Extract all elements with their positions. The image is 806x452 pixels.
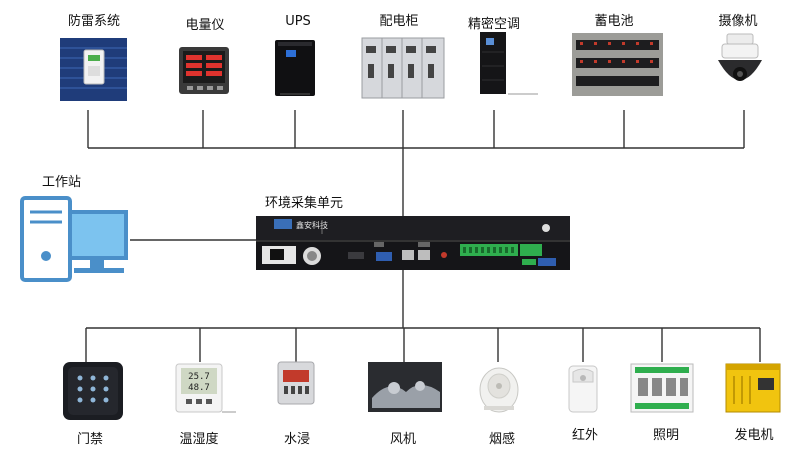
lighting-controller-icon: [630, 363, 694, 413]
collector-brand-text: 鑫安科技: [296, 220, 328, 230]
label-generator: 发电机: [734, 428, 774, 443]
water-leak-sensor-icon: [277, 361, 315, 405]
power-meter-icon: [179, 47, 229, 94]
generator-icon: [725, 363, 781, 413]
precision-ac-icon: [480, 32, 538, 95]
label-precision-ac: 精密空调: [467, 17, 521, 32]
surge-protector-icon: [60, 38, 127, 101]
label-temp-humidity: 温湿度: [179, 432, 219, 447]
label-battery-bank: 蓄电池: [594, 14, 634, 29]
dome-camera-icon: [718, 33, 762, 81]
temp-reading-text: 25.7: [188, 372, 210, 382]
computer-workstation-icon: [20, 196, 128, 282]
label-collector-unit: 环境采集单元: [265, 196, 344, 211]
connector-lines: [85, 110, 761, 362]
humidity-reading-text: 48.7: [188, 383, 210, 393]
label-access-control: 门禁: [76, 432, 104, 447]
label-surge-protector: 防雷系统: [67, 14, 121, 29]
infrared-sensor-icon: [568, 365, 598, 413]
label-infrared: 红外: [571, 428, 599, 443]
smoke-detector-icon: [479, 367, 519, 413]
collector-unit-icon: 鑫安科技: [256, 216, 570, 270]
label-distribution-cabinet: 配电柜: [379, 14, 419, 29]
label-power-meter: 电量仪: [185, 18, 225, 33]
ups-icon: [275, 40, 315, 96]
battery-bank-icon: [572, 33, 663, 96]
access-control-keypad-icon: [63, 362, 123, 420]
label-fan: 风机: [389, 432, 417, 447]
temp-humidity-sensor-icon: 25.7 48.7: [175, 363, 236, 413]
label-water-leak: 水浸: [283, 432, 311, 447]
label-lighting: 照明: [652, 428, 680, 443]
label-ups: UPS: [285, 14, 311, 29]
label-workstation: 工作站: [42, 175, 82, 190]
fan-icon: [368, 362, 442, 412]
distribution-cabinet-icon: [361, 37, 445, 99]
label-smoke-detector: 烟感: [488, 432, 516, 447]
label-camera: 摄像机: [718, 14, 758, 29]
